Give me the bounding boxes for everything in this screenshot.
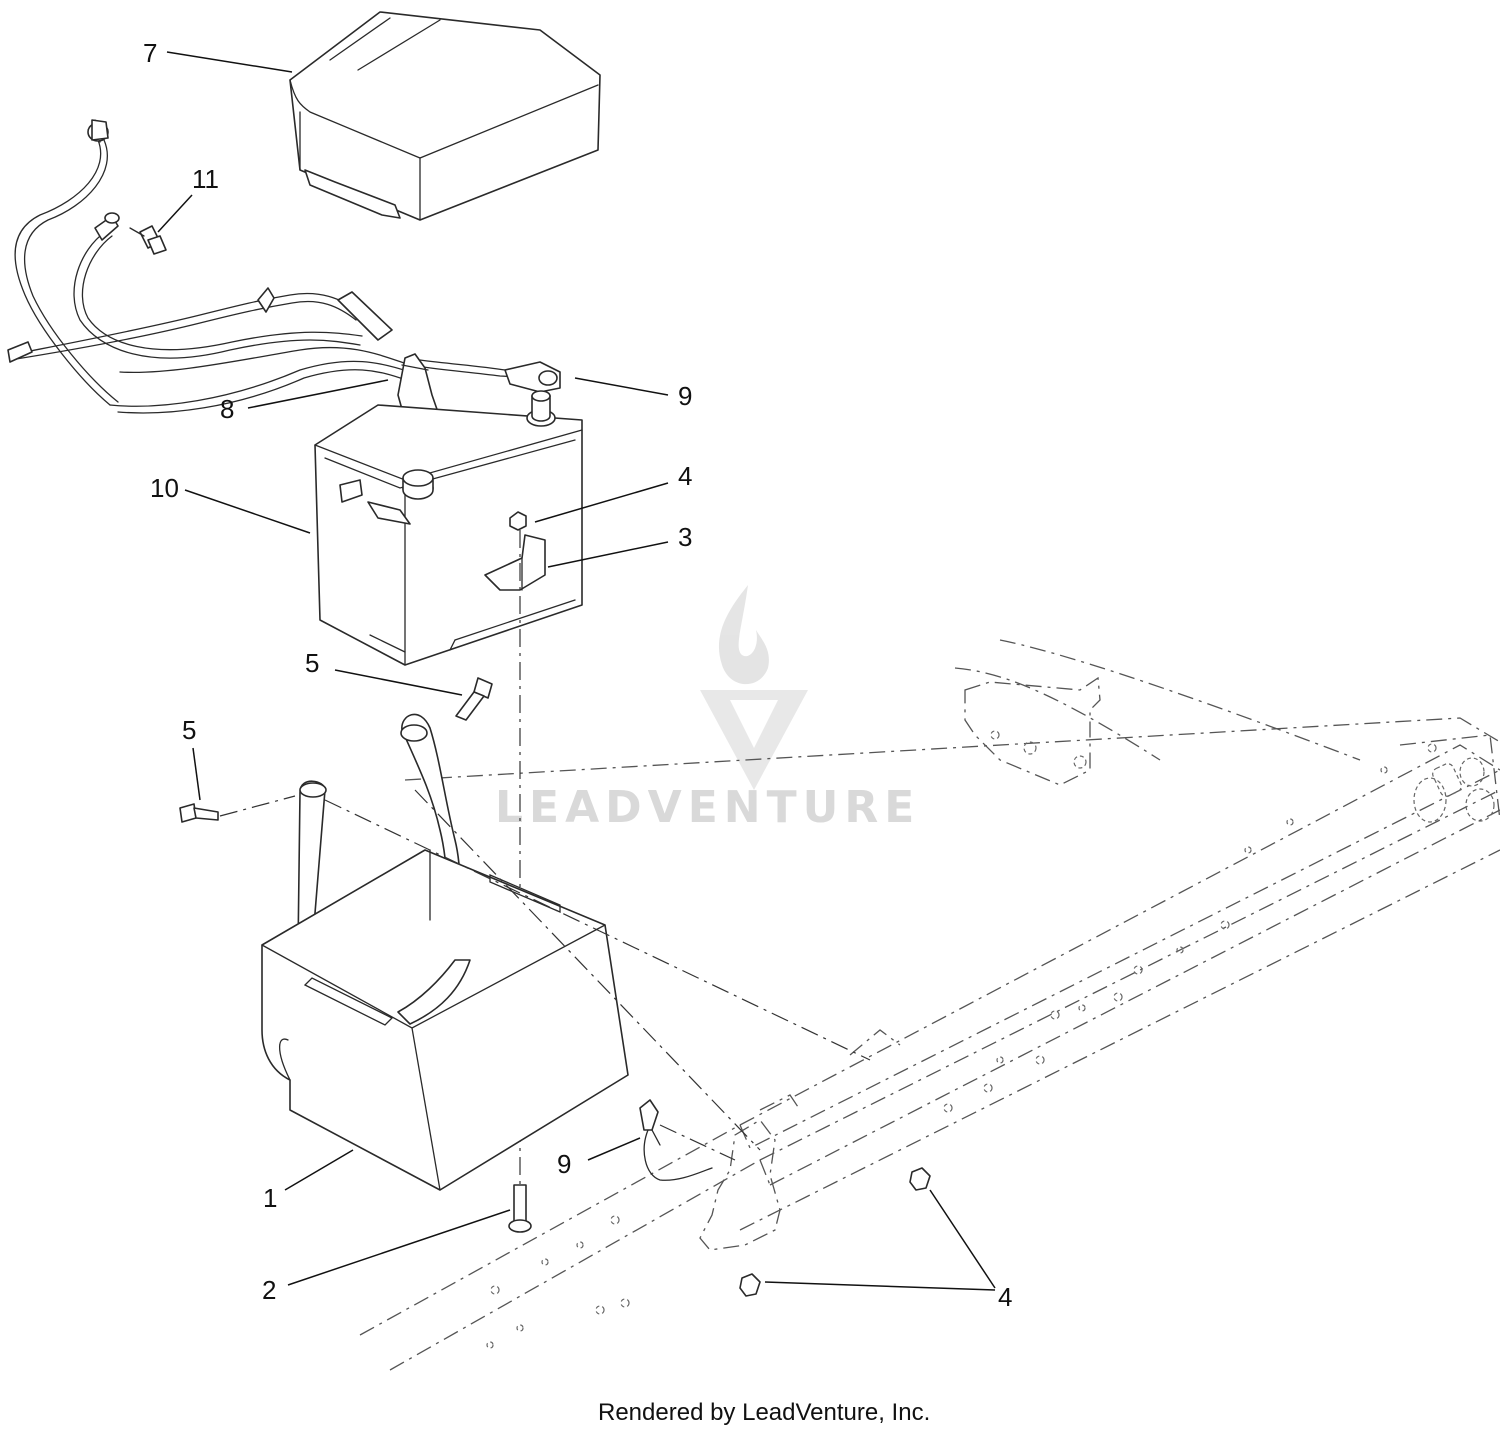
leader-lines: [157, 51, 996, 1291]
alignment-line-upper: [324, 799, 871, 1061]
carriage-bolt: [508, 1184, 532, 1233]
watermark-text: LEADVENTURE: [495, 782, 920, 833]
callout-1: 1: [263, 1183, 277, 1213]
battery-tray: [261, 713, 629, 1191]
leadventure-watermark-logo: [700, 585, 808, 790]
hold-down-bolt-left: [179, 803, 219, 823]
hold-down-bolt-right: [455, 677, 493, 721]
callout-11: 11: [192, 164, 219, 194]
alignment-line-lower: [414, 789, 761, 1151]
battery-cover: [289, 11, 601, 221]
alignment-line-ground: [659, 1124, 736, 1161]
callout-5-left: 5: [182, 715, 196, 745]
positive-terminal-clamp: [504, 361, 561, 393]
clamp-nut: [509, 511, 527, 531]
footer-credit: Rendered by LeadVenture, Inc.: [598, 1399, 930, 1426]
callout-3: 3: [678, 522, 692, 552]
callout-2: 2: [262, 1275, 276, 1305]
callout-5-right: 5: [305, 648, 319, 678]
callout-8: 8: [220, 394, 234, 424]
frame-nuts: [739, 1167, 931, 1297]
callout-7: 7: [143, 38, 157, 68]
callout-4-frame: 4: [998, 1282, 1012, 1312]
battery-cables: [7, 119, 541, 414]
cable-bolt: [129, 225, 167, 255]
callout-4-top: 4: [678, 461, 692, 491]
callout-10: 10: [150, 473, 179, 503]
battery-clamp: [484, 534, 546, 591]
battery: [314, 390, 583, 666]
ground-cable: [639, 1099, 713, 1181]
callout-9-positive: 9: [678, 381, 692, 411]
alignment-line-left-bolt: [219, 795, 296, 817]
callout-9-ground: 9: [557, 1149, 571, 1179]
